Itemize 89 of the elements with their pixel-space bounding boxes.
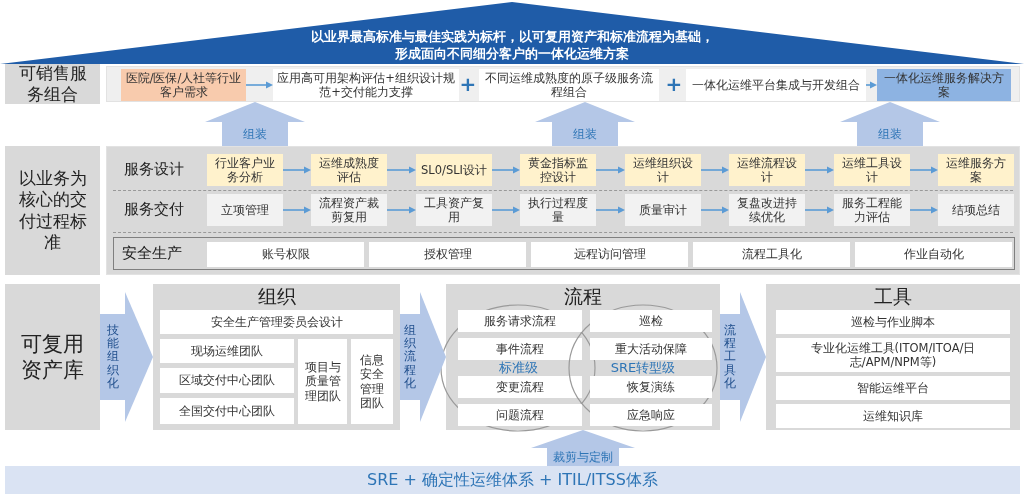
step-box: 不同运维成熟度的原子级服务流程组合 [479,69,659,101]
plus-sign: + [458,73,478,95]
step-box: 账号权限 [207,242,364,267]
solution-box: 一体化运维服务解决方案 [877,69,1011,101]
design-step-box: 运维服务方案 [938,154,1014,186]
step-box: 结项总结 [938,194,1014,226]
arrow [865,81,877,89]
level-label: 标准级 [497,360,539,375]
step-box: 问题流程 [458,404,582,426]
safety-frame [113,237,1015,270]
step-box: 巡检 [590,310,712,332]
block-arrow [400,292,446,422]
step-box: 全国交付中心团队 [160,398,294,424]
headline-text: 以业界最高标准与最佳实践为标杆，以可复用资产和标准流程为基础，形成面向不同细分客户的一体化运维方案 [309,29,715,63]
arrow [804,166,834,174]
section-panel [153,284,400,430]
design-step-box: SL0/SLI设计 [416,154,492,186]
design-step-box: 运维流程设计 [729,154,805,186]
block-arrow [531,430,635,466]
block-arrow [840,102,940,146]
plus-sign: + [664,73,684,95]
step-box: 应用高可用架构评估+组织设计规范+交付能力支撑 [273,69,459,101]
row-heading: 服务设计 [123,158,185,180]
step-box: 远程访问管理 [531,242,688,267]
arrow [595,206,625,214]
step-box: 服务工程能力评估 [834,194,910,226]
step-box: 质量审计 [625,194,701,226]
design-step-box: 运维工具设计 [834,154,910,186]
block-arrow [720,292,766,422]
arrow [386,206,416,214]
step-box: 现场运维团队 [160,339,294,363]
arrow [386,166,416,174]
row-band [106,66,1020,102]
arrow [282,206,311,214]
section-heading-box: 可复用资产库 [5,284,100,430]
row-heading: 安全生产 [122,244,182,263]
step-box: 执行过程度量 [520,194,596,226]
step-box: 流程资产裁剪复用 [311,194,387,226]
step-box: 授权管理 [369,242,526,267]
step-box: 复盘改进持续优化 [729,194,805,226]
panel-title: 工具 [873,285,913,309]
design-step-box: 运维组织设计 [625,154,701,186]
step-box: 恢复演练 [590,376,712,398]
step-box: 服务请求流程 [458,310,582,332]
arrow [700,206,729,214]
section-panel [106,146,1020,275]
arrow [909,166,938,174]
edge-label: 组织流程化 [401,323,419,391]
arrow [282,166,311,174]
design-step-box: 运维成熟度评估 [311,154,387,186]
block-arrow [205,102,305,146]
arrow [804,206,834,214]
arrow [909,206,938,214]
step-box: 事件流程 [458,338,582,360]
level-label: SRE转型级 [609,360,677,375]
step-box: 信息安全管理团队 [351,339,393,424]
step-box: 安全生产管理委员会设计 [160,310,393,334]
section-panel [766,284,1020,430]
requirement-box: 医院/医保/人社等行业客户需求 [121,69,246,101]
step-box: 流程工具化 [693,242,850,267]
arrow [595,166,625,174]
edge-label: 流程工具化 [721,323,739,391]
step-box: 立项管理 [207,194,283,226]
arrow [700,166,729,174]
step-box: 专业化运维工具(ITOM/ITOA/日志/APM/NPM等) [776,338,1010,372]
foundation-bar: SRE + 确定性运维体系 + ITIL/ITSS体系 [5,466,1020,494]
row-heading: 服务交付 [123,198,185,220]
step-box: 项目与质量管理团队 [298,339,347,424]
step-box: 变更流程 [458,376,582,398]
step-box: 一体化运维平台集成与开发组合 [686,69,866,101]
panel-title: 组织 [256,285,297,309]
arrow [491,166,520,174]
step-box: 智能运维平台 [776,376,1010,400]
arrow [491,206,520,214]
step-box: 巡检与作业脚本 [776,310,1010,334]
section-heading-box: 以业务为核心的交付过程标准 [5,146,100,275]
step-box: 作业自动化 [855,242,1012,267]
design-step-box: 行业客户业务分析 [207,154,283,186]
block-arrow [100,292,153,422]
step-box: 区域交付中心团队 [160,368,294,393]
step-box: 运维知识库 [776,404,1010,428]
block-arrow [535,102,635,146]
arrow [245,81,273,89]
design-step-box: 黄金指标监控设计 [520,154,596,186]
step-box: 重大活动保障 [590,338,712,360]
section-heading-box: 可销售服务组合 [5,64,100,104]
step-box: 应急响应 [590,404,712,426]
panel-title: 流程 [563,285,603,309]
step-box: 工具资产复用 [416,194,492,226]
